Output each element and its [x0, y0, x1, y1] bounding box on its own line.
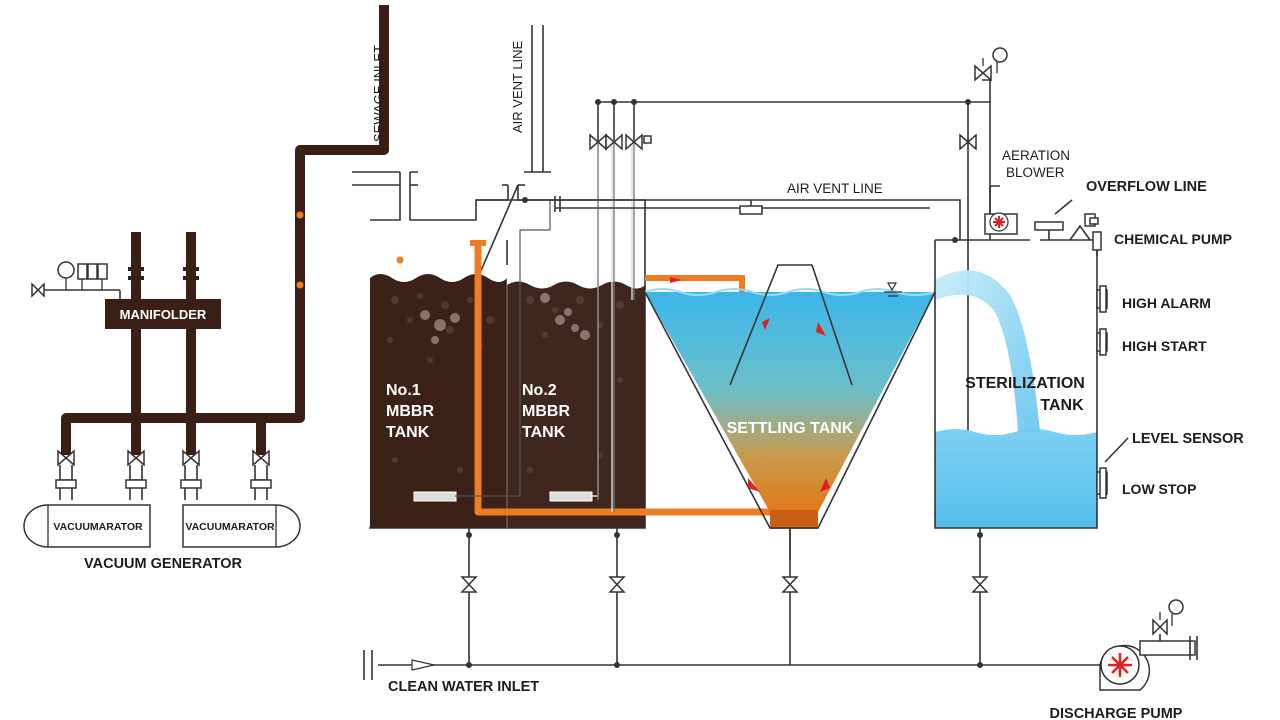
discharge-pump-label: DISCHARGE PUMP — [1050, 706, 1183, 720]
vacuumarator-1: VACUUMARATOR — [23, 504, 151, 548]
valve-icon[interactable] — [959, 133, 977, 151]
mbbr-2-sludge — [507, 281, 645, 528]
tank1-label-line2: MBBR — [386, 403, 434, 420]
manifolder-box — [105, 299, 221, 329]
aeration-blower-label-line2: BLOWER — [1006, 165, 1065, 180]
valve-icon[interactable] — [252, 449, 270, 467]
chemical-pump-label: CHEMICAL PUMP — [1114, 231, 1232, 247]
manifolder-label: MANIFOLDER — [120, 307, 207, 322]
tank2-label-line2: MBBR — [522, 403, 570, 420]
settling-tank-label: SETTLING TANK — [727, 420, 854, 437]
aeration-blower-label-line1: AERATION — [1002, 148, 1070, 163]
high-alarm-switch — [1096, 285, 1108, 313]
sterilization-tank-label-line1: STERILIZATION — [965, 375, 1085, 392]
valve-icon[interactable] — [625, 133, 643, 151]
tank2-label-line3: TANK — [522, 424, 566, 441]
overflow-line-label: OVERFLOW LINE — [1086, 179, 1207, 195]
valve-icon[interactable] — [127, 449, 145, 467]
flow-arrow-icon — [411, 659, 435, 671]
vacuum-pipe-3 — [61, 5, 389, 455]
valve-icon[interactable] — [971, 576, 989, 593]
vacuumarator-2-label: VACUUMARATOR — [185, 521, 275, 533]
tank1-label-line3: TANK — [386, 424, 430, 441]
gauge-valve-icon[interactable] — [31, 282, 45, 298]
valve-icon[interactable] — [460, 576, 478, 593]
vacuum-generator-label: VACUUM GENERATOR — [84, 556, 242, 572]
low-stop-label: LOW STOP — [1122, 481, 1196, 497]
pressure-gauge-icon — [992, 47, 1008, 63]
drain-lines — [378, 528, 1100, 666]
vacuum-generator-group: MANIFOLDER VACUUMARATOR — [23, 5, 389, 572]
air-header — [598, 101, 991, 240]
air-vent-line-horizontal-label: AIR VENT LINE — [787, 181, 883, 196]
blower-fan-icon — [993, 216, 1005, 228]
valve-icon[interactable] — [608, 576, 626, 593]
clean-water-inlet-label: CLEAN WATER INLET — [388, 679, 539, 695]
overflow-line-fitting — [1034, 199, 1073, 240]
pressure-gauge-icon — [57, 261, 75, 279]
valve-icon[interactable] — [605, 133, 623, 151]
valve-icon[interactable] — [182, 449, 200, 467]
level-sensor-label: LEVEL SENSOR — [1132, 431, 1244, 447]
sterilization-tank-label-line2: TANK — [1040, 397, 1084, 414]
return-sludge-pipe — [474, 243, 778, 516]
high-alarm-label: HIGH ALARM — [1122, 295, 1211, 311]
air-vent-pipe-vertical — [524, 25, 551, 173]
vacuumarator-1-label: VACUUMARATOR — [53, 521, 143, 533]
diffuser-1 — [413, 491, 457, 502]
sterilization-tank — [934, 237, 1098, 529]
vacuumarator-2: VACUUMARATOR — [182, 504, 301, 548]
aeration-blower[interactable] — [984, 185, 1018, 235]
pressure-gauge-icon — [1168, 599, 1184, 615]
sewage-inlet-label: SEWAGE INLET — [371, 45, 386, 142]
tank1-label-line1: No.1 — [386, 382, 421, 399]
relief-valve-icon[interactable] — [1152, 612, 1168, 636]
valve-icon[interactable] — [781, 576, 799, 593]
valve-icon[interactable] — [57, 449, 75, 467]
chemical-pump-icon[interactable] — [1069, 213, 1102, 256]
mbbr-1-sludge — [370, 274, 507, 528]
high-start-switch — [1096, 328, 1108, 356]
settling-tank — [644, 264, 936, 560]
low-stop-switch — [1096, 467, 1108, 499]
discharge-pump[interactable] — [1099, 634, 1198, 691]
diffuser-2 — [549, 491, 593, 502]
air-vent-line-vertical-label: AIR VENT LINE — [510, 40, 525, 133]
pump-impeller-icon — [1108, 653, 1132, 677]
high-start-label: HIGH START — [1122, 338, 1207, 354]
tank2-label-line1: No.2 — [522, 382, 557, 399]
relief-valve-icon[interactable] — [974, 58, 992, 82]
